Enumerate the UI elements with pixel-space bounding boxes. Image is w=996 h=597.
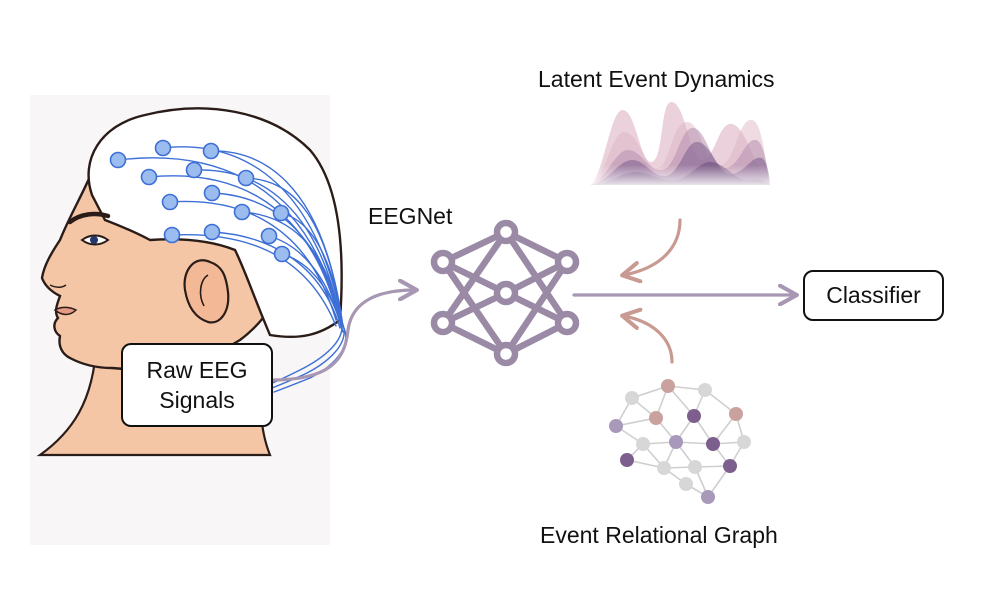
- electrode-wires: [117, 146, 347, 393]
- brain-graph-icon: [609, 379, 751, 504]
- iris: [90, 236, 98, 244]
- ear-inner: [199, 274, 209, 307]
- network-node: [430, 310, 456, 336]
- relational-graph-label: Event Relational Graph: [540, 522, 778, 548]
- dynamics-to-network-arrow: [624, 218, 682, 275]
- raw-eeg-line1: Raw EEG: [146, 357, 248, 383]
- electrode: [140, 168, 158, 186]
- electrode: [203, 223, 221, 241]
- network-node: [430, 249, 456, 275]
- electrode: [273, 245, 291, 263]
- electrodes: [109, 139, 291, 263]
- electrode: [203, 184, 221, 202]
- ear: [183, 259, 230, 324]
- electrode: [202, 142, 220, 160]
- eegnet-label: EEGNet: [368, 203, 453, 229]
- raw-eeg-signals-box: Raw EEG Signals: [121, 343, 273, 427]
- signal-to-eegnet-arrow: [270, 290, 415, 382]
- electrode: [161, 193, 179, 211]
- electrode: [272, 204, 290, 222]
- electrode: [109, 151, 127, 169]
- lips: [53, 306, 78, 316]
- wave-ridgeline-icon: [585, 101, 775, 187]
- network-node: [554, 310, 580, 336]
- nostril: [49, 284, 67, 288]
- electrode: [233, 203, 251, 221]
- network-node: [493, 280, 519, 306]
- electrode: [237, 169, 255, 187]
- electrode: [185, 161, 203, 179]
- neural-network-icon: [430, 219, 580, 367]
- network-node: [554, 249, 580, 275]
- raw-eeg-line2: Signals: [159, 387, 235, 413]
- electrode: [163, 226, 181, 244]
- network-node: [493, 341, 519, 367]
- classifier-label: Classifier: [826, 282, 921, 308]
- classifier-box: Classifier: [803, 270, 944, 321]
- electrode: [260, 227, 278, 245]
- latent-dynamics-label: Latent Event Dynamics: [538, 66, 775, 92]
- eyebrow: [67, 211, 111, 225]
- graph-to-network-arrow: [624, 316, 674, 364]
- network-node: [493, 219, 519, 245]
- electrode: [154, 139, 172, 157]
